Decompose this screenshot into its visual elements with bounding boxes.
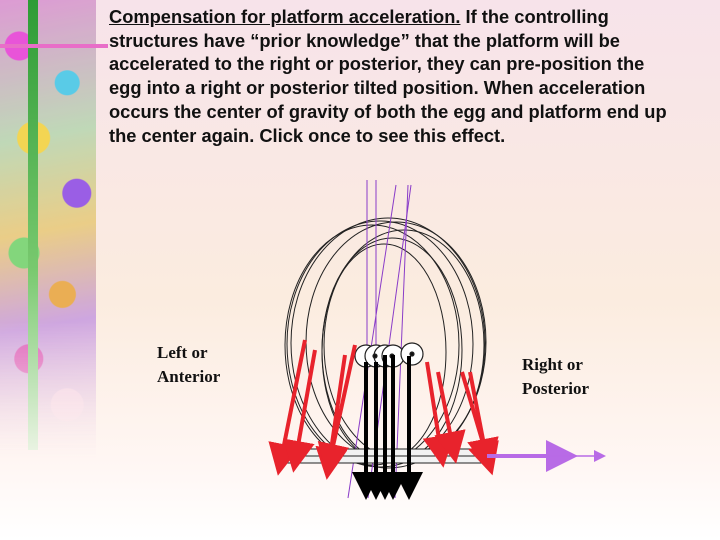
pink-horizontal-line — [0, 44, 108, 48]
slide-caption: Compensation for platform acceleration. … — [109, 5, 679, 147]
weight-arrows — [352, 355, 423, 500]
force-arrow — [467, 371, 499, 471]
force-arrows — [268, 339, 499, 480]
decorative-side-strip — [0, 0, 96, 460]
cog-dot — [409, 351, 415, 357]
label-left-anterior: Left or Anterior — [157, 343, 221, 386]
cog-dot — [372, 353, 378, 359]
force-arrow — [434, 371, 466, 464]
force-arrow — [283, 349, 317, 473]
caption-title: Compensation for platform acceleration. — [109, 6, 461, 27]
caption-body: If the controlling structures have “prio… — [109, 6, 667, 146]
egg-outline — [284, 224, 460, 466]
green-vertical-bar — [28, 0, 38, 450]
egg-outline — [290, 217, 486, 469]
force-arrow — [317, 344, 357, 476]
label-right-posterior: Right or Posterior — [522, 355, 590, 398]
egg-outline — [286, 220, 474, 468]
gravity-line — [394, 184, 409, 499]
gravity-line — [347, 184, 397, 499]
